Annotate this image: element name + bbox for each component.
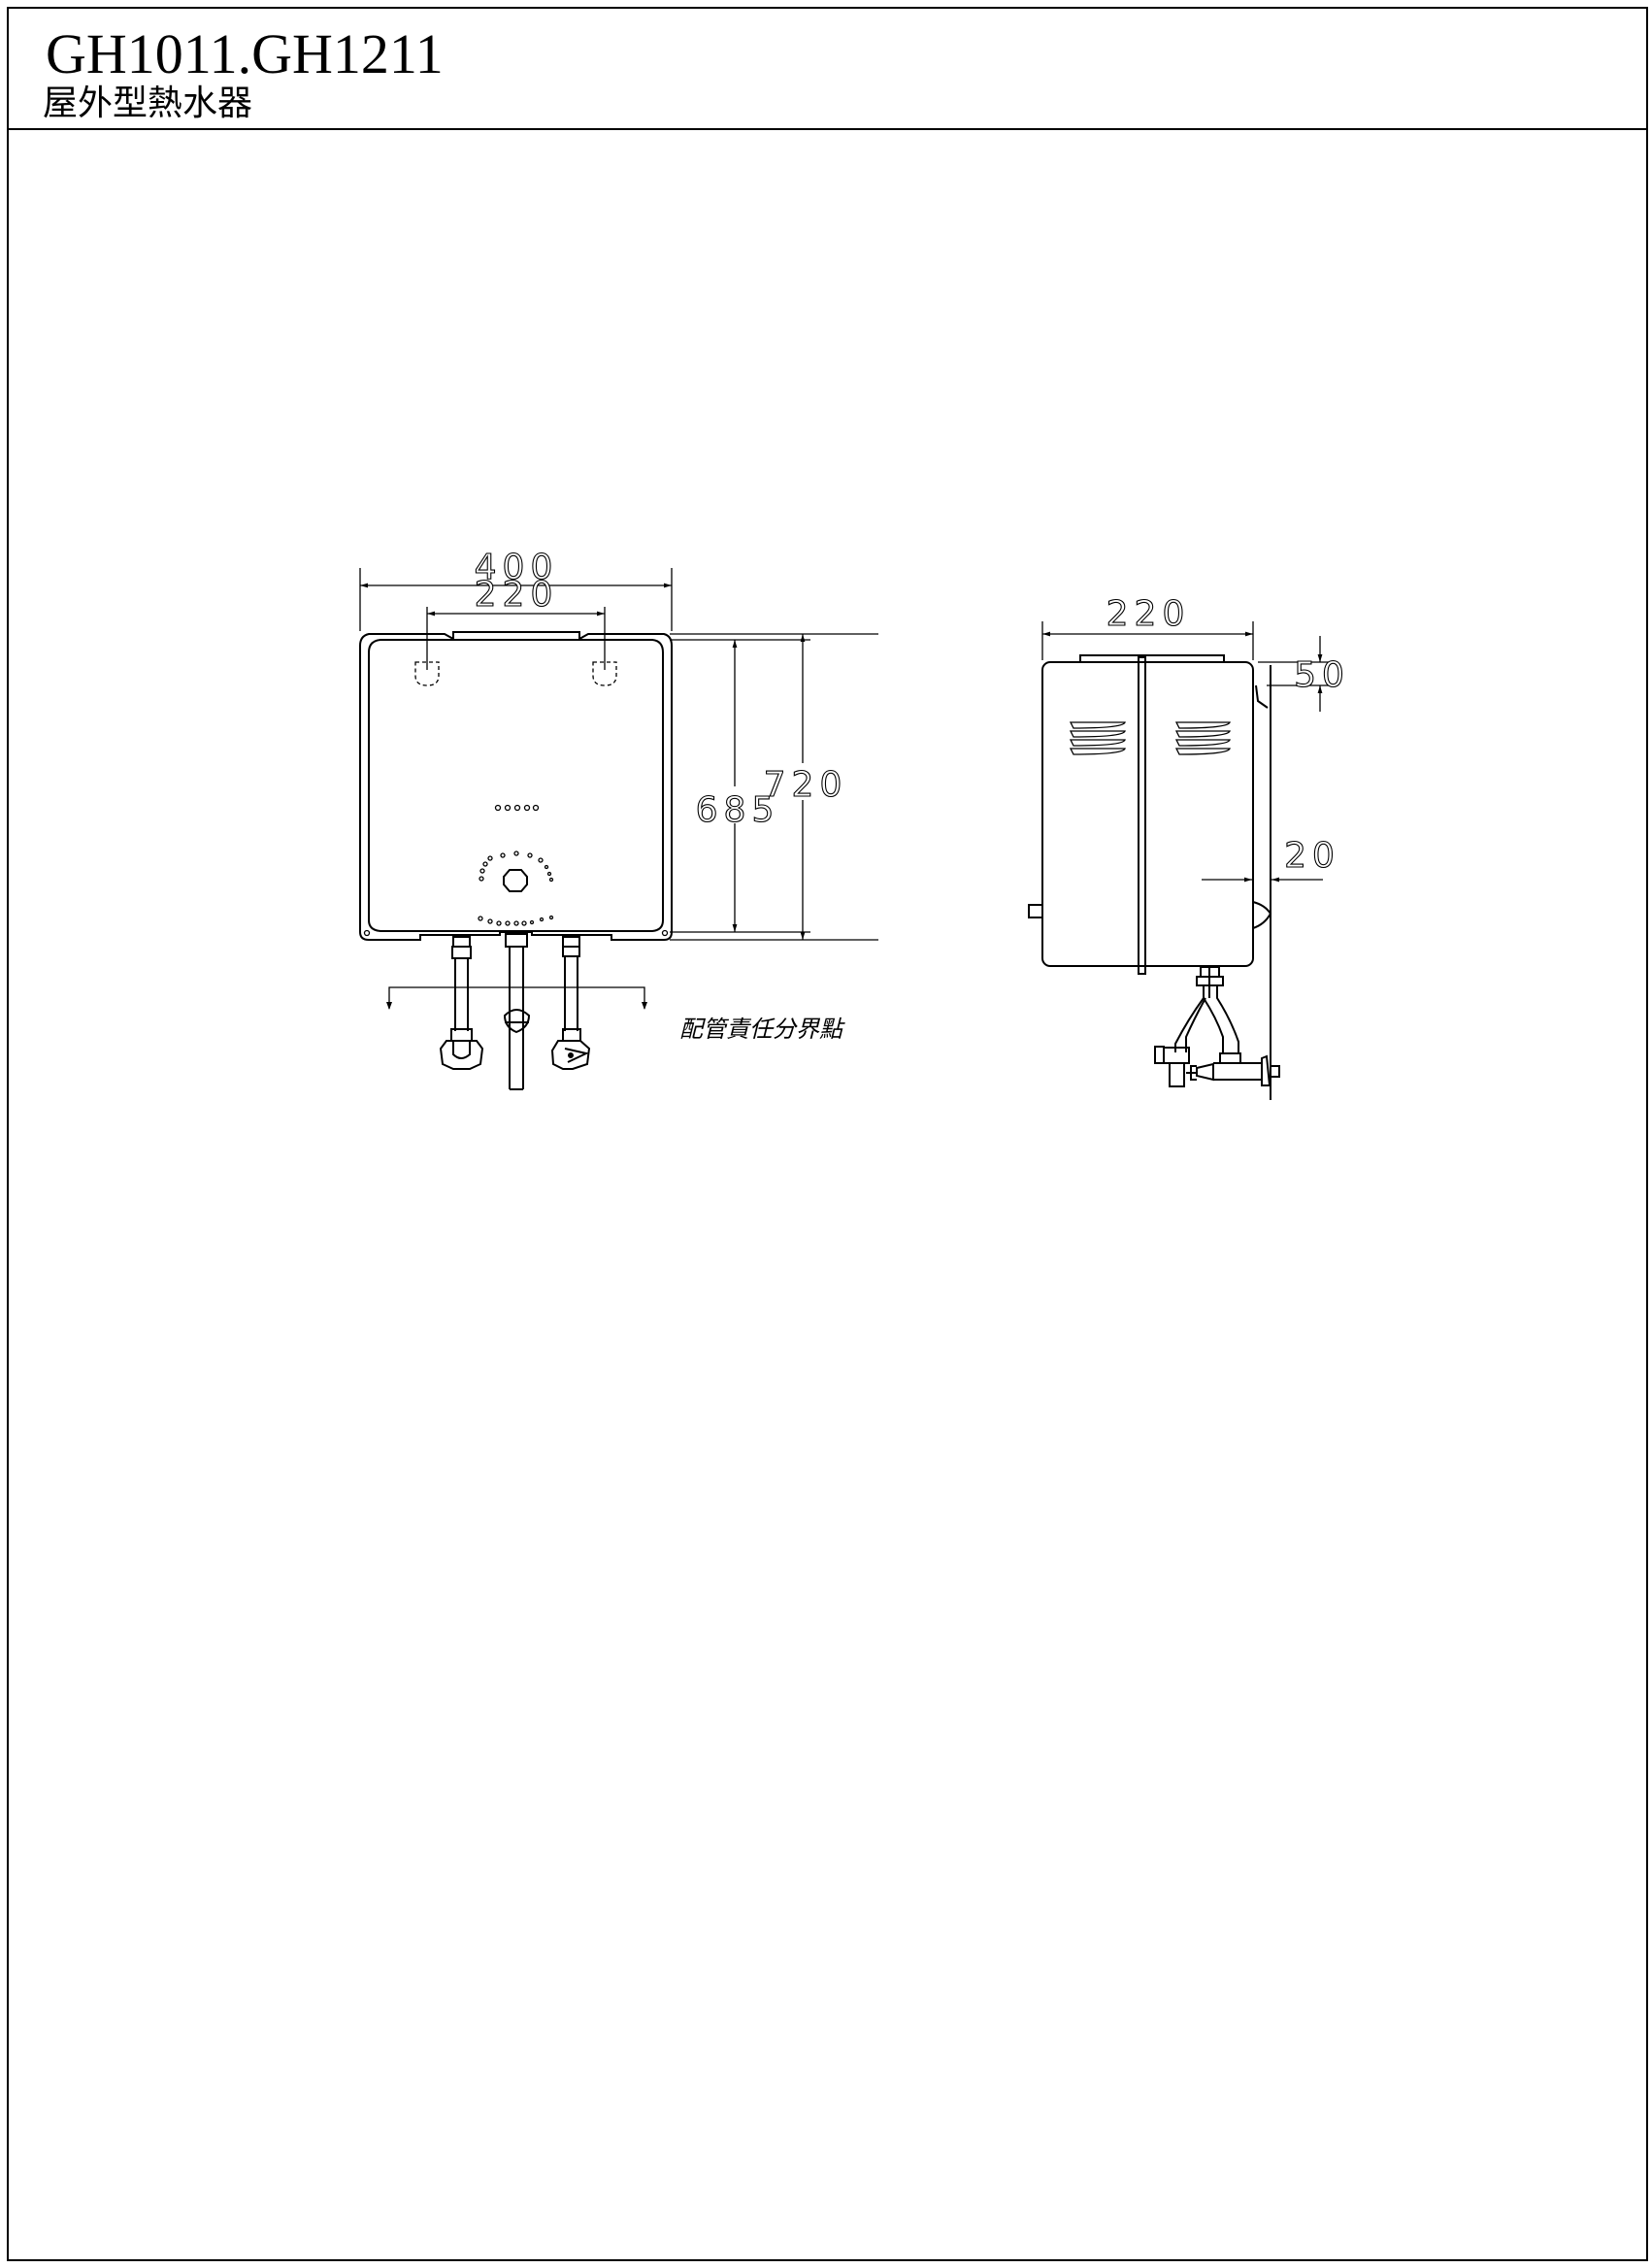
front-panel xyxy=(368,639,664,932)
knob-scale-dots xyxy=(479,850,554,883)
dim-height-body: 685 xyxy=(696,790,780,830)
hot-water-outlet-pipe xyxy=(550,936,591,1070)
side-knob xyxy=(1028,904,1043,918)
dim-wall-gap: 20 xyxy=(1284,836,1340,876)
product-subtitle: 屋外型熱水器 xyxy=(43,83,252,123)
gas-inlet-pipe xyxy=(503,933,531,1090)
model-title: GH1011.GH1211 xyxy=(46,22,444,85)
front-view: 400 220 685 720 xyxy=(359,547,878,1090)
flow-scale-dots xyxy=(478,915,554,926)
rear-bulge xyxy=(1252,901,1272,929)
dim-width-overall: 400 xyxy=(475,548,559,587)
dim-hook-spacing: 220 xyxy=(475,575,559,615)
sheet-border xyxy=(7,7,1648,2261)
indicator-lights xyxy=(494,804,540,812)
piping-responsibility-label: 配管責任分界點 xyxy=(679,1016,845,1043)
side-piping xyxy=(1154,966,1280,1087)
gas-valve-handle xyxy=(503,1009,531,1034)
top-cap xyxy=(1079,654,1225,663)
temperature-knob xyxy=(503,869,528,892)
side-view: 220 50 20 xyxy=(1028,593,1350,1100)
wall-hook xyxy=(1255,684,1269,709)
responsibility-boundary-line xyxy=(388,986,645,1009)
dim-depth: 220 xyxy=(1106,594,1191,634)
water-inlet-pipe xyxy=(439,936,484,1070)
mounting-bracket xyxy=(1138,656,1146,975)
dim-height-overall: 720 xyxy=(764,765,848,805)
heater-body-outline xyxy=(359,631,673,941)
dim-top-clearance: 50 xyxy=(1294,655,1350,695)
vent-louvers xyxy=(1069,721,1231,755)
side-body-outline xyxy=(1041,661,1254,967)
